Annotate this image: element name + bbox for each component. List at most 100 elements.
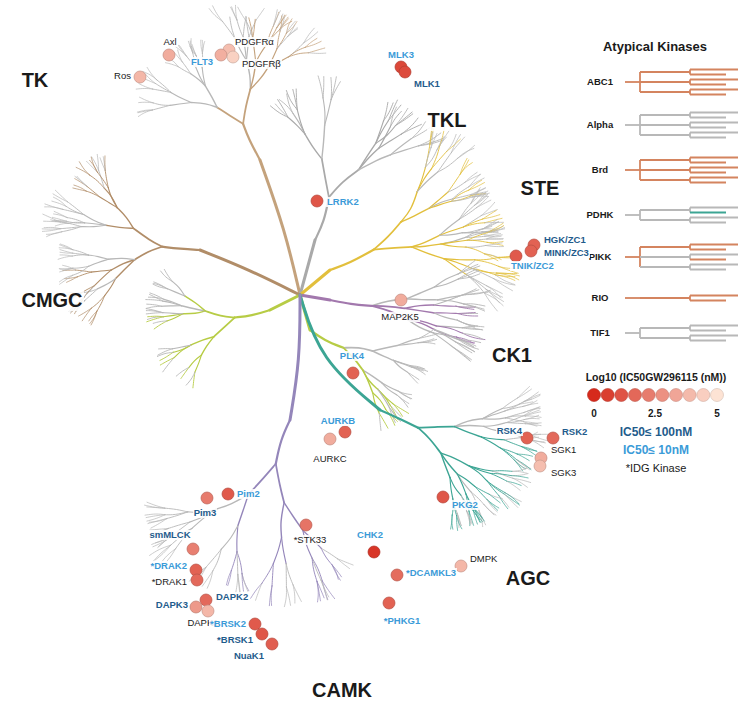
tree-branch	[454, 348, 470, 360]
atypical-branch	[690, 249, 726, 251]
tree-branch	[147, 304, 162, 306]
tree-branch	[202, 42, 204, 54]
kinase-dot	[215, 49, 227, 61]
atypical-branch	[640, 71, 690, 73]
family-label: Brd	[591, 165, 609, 175]
tree-branch	[94, 270, 111, 286]
tree-branch	[458, 312, 476, 313]
kinase-label: MLK3	[387, 50, 415, 60]
tree-branch	[284, 587, 286, 607]
tree-branch	[172, 281, 184, 296]
tree-branch	[89, 311, 97, 321]
tree-branch	[202, 571, 213, 586]
tree-branch	[484, 505, 496, 516]
tree-branch	[300, 240, 315, 295]
tree-branch	[439, 233, 462, 236]
tree-branch	[163, 313, 183, 314]
tree-branch	[459, 208, 476, 220]
group-label: CAMK	[311, 679, 373, 701]
tree-branch	[270, 295, 300, 310]
tree-branch	[60, 245, 73, 250]
tree-branch	[277, 33, 286, 48]
tree-branch	[296, 89, 297, 110]
tree-branch	[486, 245, 504, 246]
tree-branch	[73, 266, 89, 268]
tree-branch	[431, 146, 439, 169]
tree-branch	[438, 158, 458, 172]
kinase-dot	[222, 488, 234, 500]
tree-branch	[332, 565, 338, 579]
tree-branch	[434, 312, 457, 314]
tree-branch	[493, 470, 512, 472]
atypical-branch	[690, 167, 738, 169]
kinase-dot	[383, 597, 395, 609]
kinase-dot	[391, 569, 403, 581]
tree-branch	[91, 270, 111, 272]
tree-branch	[74, 185, 86, 191]
tree-branch	[321, 548, 332, 565]
tree-branch	[524, 394, 540, 401]
tree-branch	[52, 217, 66, 221]
legend-note: IC50≤ 100nM	[619, 426, 694, 439]
tree-branch	[164, 299, 181, 305]
kinase-label: TNIK/ZC2	[510, 261, 555, 271]
scale-dot	[601, 389, 614, 402]
tree-branch	[501, 448, 517, 459]
family-label: RIO	[591, 293, 610, 303]
tree-branch	[173, 345, 191, 352]
tree-branch	[485, 234, 501, 237]
scale-dot	[642, 389, 655, 402]
kinase-label: AURKC	[312, 454, 347, 464]
atypical-branch	[690, 157, 738, 159]
atypical-branch	[640, 124, 690, 126]
tree-branch	[201, 40, 203, 53]
atypical-trees	[625, 70, 738, 341]
tree-branch	[289, 47, 306, 57]
atypical-branch	[640, 91, 690, 93]
tree-branch	[390, 139, 411, 155]
atypical-branch	[690, 137, 726, 139]
tree-branch	[173, 345, 191, 349]
tree-branch	[396, 112, 413, 125]
tree-branch	[458, 145, 475, 158]
atypical-branch	[640, 219, 690, 221]
tree-branch	[329, 170, 358, 197]
tree-branch	[451, 515, 453, 529]
tree-branch	[99, 170, 105, 188]
kinase-label: RSK2	[561, 427, 588, 437]
atypical-branch	[690, 295, 738, 297]
tree-branch	[108, 188, 117, 208]
atypical-branch	[690, 207, 738, 209]
tree-branch	[200, 250, 300, 295]
tree-branch	[165, 512, 188, 515]
tree-branch	[276, 464, 284, 503]
atypical-branch	[690, 264, 738, 266]
kinase-label: PKG2	[451, 500, 479, 510]
tree-branch	[495, 275, 515, 281]
tree-branch	[411, 122, 425, 139]
scale-dot	[697, 389, 710, 402]
tree-branch	[290, 295, 300, 420]
tree-branch	[505, 402, 524, 411]
tree-branch	[458, 274, 480, 279]
tree-branch	[441, 244, 466, 247]
tree-branch	[237, 20, 243, 37]
tree-branch	[434, 297, 458, 305]
tree-branch	[81, 225, 106, 227]
legend-note: IC50≤ 10nM	[622, 444, 690, 457]
tree-branch	[154, 321, 167, 329]
tree-branch	[42, 228, 60, 229]
atypical-branch	[640, 134, 690, 136]
tree-branch	[146, 306, 162, 308]
tree-branch	[467, 240, 487, 242]
tree-branch	[180, 46, 187, 56]
atypical-branch	[625, 124, 640, 126]
tree-branch	[288, 29, 298, 36]
tree-branch	[305, 41, 321, 47]
atypical-branch	[640, 169, 690, 171]
tree-branch	[504, 437, 524, 440]
tree-branch	[105, 279, 116, 296]
tree-branch	[505, 406, 523, 410]
tree-branch	[256, 9, 264, 20]
tree-branch	[73, 266, 89, 275]
